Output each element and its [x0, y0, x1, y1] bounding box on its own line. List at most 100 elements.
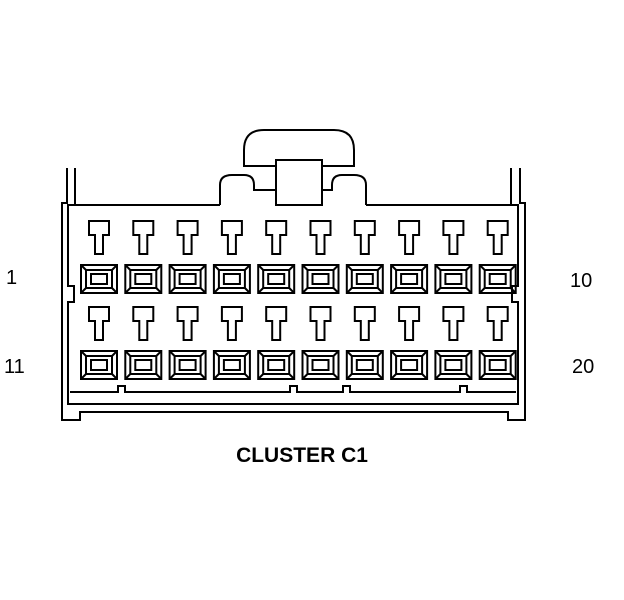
pin-cavity-outer [345, 264, 384, 294]
pin-terminal [309, 306, 332, 341]
pin-cavity-core [488, 273, 507, 285]
pin-terminal [442, 220, 465, 255]
pin-3 [168, 220, 207, 294]
connector-title: CLUSTER C1 [236, 444, 368, 467]
pin-bevel-line [509, 373, 517, 380]
pin-bevel-line [168, 350, 176, 357]
pin-bevel-line [390, 287, 397, 294]
pin-label-11: 11 [4, 356, 25, 378]
pin-bevel-line [213, 264, 220, 271]
pin-cavity-inner [85, 269, 113, 289]
pin-bevel-line [301, 373, 309, 380]
pin-bevel-line [434, 264, 442, 271]
pin-terminal [353, 306, 376, 341]
pin-cavity-inner [306, 355, 335, 375]
pin-15 [257, 306, 296, 380]
pin-cavity-outer [478, 264, 517, 294]
pin-cavity-core [134, 273, 153, 285]
pin-cavity-outer [124, 350, 163, 380]
pin-bevel-line [244, 264, 251, 271]
pin-bevel-line [244, 373, 251, 380]
pin-bevel-line [111, 264, 118, 271]
pin-cavity-outer [168, 264, 207, 294]
pin-cavity-outer [168, 350, 207, 380]
pin-cavity-inner [217, 355, 246, 375]
pin-terminal [486, 220, 509, 255]
pin-cavity-outer [257, 264, 296, 294]
pin-bevel-line [377, 287, 384, 294]
pin-bevel-line [124, 287, 132, 294]
connector-housing-outer [61, 168, 526, 421]
pin-bevel-line [257, 373, 264, 380]
pin-bevel-line [288, 350, 295, 357]
pin-bevel-line [421, 264, 428, 271]
pin-cavity-outer [434, 350, 473, 380]
pin-bevel-line [377, 373, 384, 380]
pin-bevel-line [478, 264, 486, 271]
pin-cavity-core [267, 273, 286, 285]
pin-17 [345, 306, 384, 380]
pin-bevel-line [465, 287, 473, 294]
pin-bevel-line [346, 373, 353, 380]
pin-cavity-inner [85, 355, 113, 375]
pin-bevel-line [434, 350, 442, 357]
pin-19 [434, 306, 473, 380]
pin-cavity-outer [345, 350, 384, 380]
pin-terminal [88, 306, 110, 341]
pin-bevel-line [301, 287, 309, 294]
pin-terminal [132, 306, 155, 341]
pin-bevel-line [124, 350, 132, 357]
pin-bevel-line [434, 373, 442, 380]
pin-bevel-line [346, 350, 353, 357]
pin-bevel-line [390, 350, 397, 357]
pin-bevel-line [80, 264, 87, 271]
pin-cavity-core [488, 359, 507, 371]
pin-cavity-core [90, 359, 108, 371]
pin-bevel-line [377, 350, 384, 357]
pin-bevel-line [124, 264, 132, 271]
pin-bevel-line [390, 264, 397, 271]
pin-terminal [442, 306, 465, 341]
pin-cavity-inner [173, 269, 202, 289]
pin-cavities [80, 220, 517, 380]
pin-bevel-line [478, 287, 486, 294]
pin-bevel-line [332, 287, 340, 294]
pin-6 [301, 220, 340, 294]
pin-bevel-line [390, 373, 397, 380]
latch-ear-right [322, 174, 367, 205]
pin-terminal [176, 220, 199, 255]
pin-terminal [220, 306, 243, 341]
pin-bevel-line [301, 350, 309, 357]
pin-cavity-inner [350, 355, 379, 375]
pin-cavity-outer [478, 350, 517, 380]
pin-cavity-inner [217, 269, 246, 289]
pin-terminal [88, 220, 110, 255]
pin-bevel-line [111, 350, 118, 357]
pin-bevel-line [80, 373, 87, 380]
pin-terminal [353, 220, 376, 255]
pin-bevel-line [465, 373, 473, 380]
pin-cavity-core [355, 273, 374, 285]
pin-bevel-line [199, 350, 207, 357]
pin-5 [257, 220, 296, 294]
pin-cavity-outer [301, 264, 340, 294]
pin-cavity-core [400, 359, 419, 371]
pin-bevel-line [257, 287, 264, 294]
pin-9 [434, 220, 473, 294]
pin-cavity-core [178, 359, 197, 371]
pin-bevel-line [168, 287, 176, 294]
pin-bevel-line [465, 264, 473, 271]
pin-10 [478, 220, 517, 294]
pin-cavity-core [444, 273, 463, 285]
pin-bevel-line [377, 264, 384, 271]
pin-bevel-line [80, 350, 87, 357]
pin-bevel-line [332, 350, 340, 357]
pin-18 [390, 306, 429, 380]
pin-cavity-outer [212, 264, 251, 294]
pin-cavity-core [90, 273, 108, 285]
pin-terminal [220, 220, 243, 255]
pin-bevel-line [213, 350, 220, 357]
pin-cavity-outer [390, 264, 429, 294]
pin-cavity-core [178, 273, 197, 285]
